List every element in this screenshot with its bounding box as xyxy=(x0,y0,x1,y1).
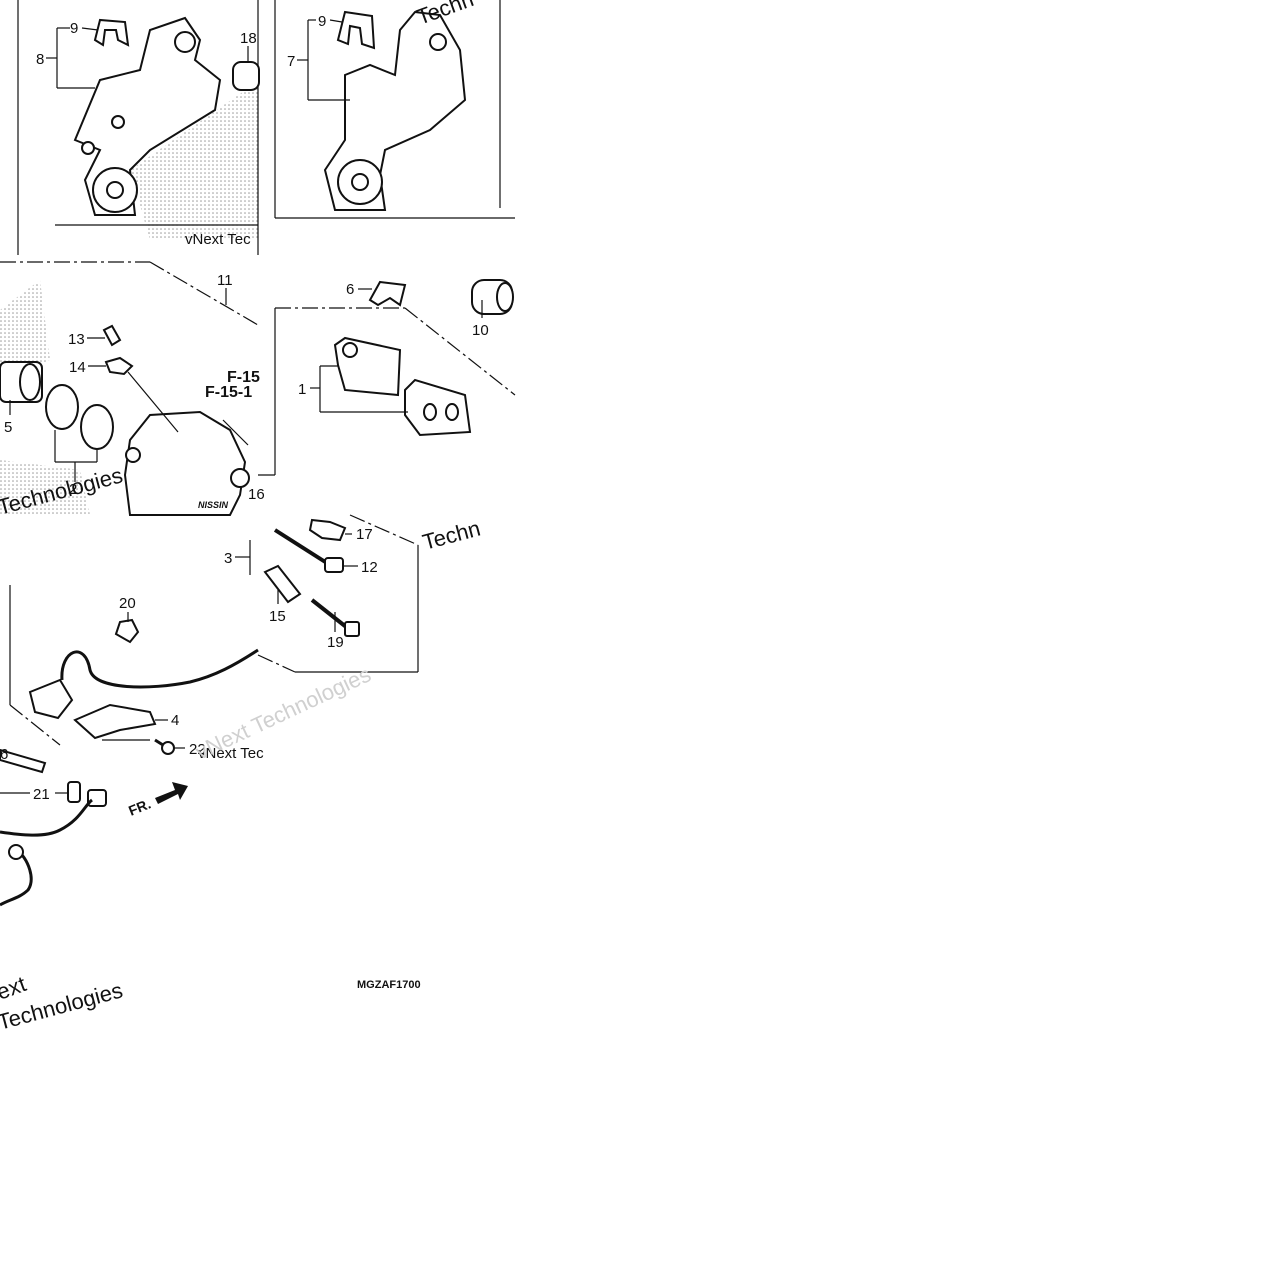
callout-10: 10 xyxy=(472,322,489,339)
callout-1: 1 xyxy=(298,381,306,398)
callout-18: 18 xyxy=(240,30,257,47)
callout-numbers: 9 8 18 9 7 11 6 10 1 13 14 F-15 F-15-1 5… xyxy=(0,13,489,991)
callout-22: 22 xyxy=(189,741,206,758)
leader-lines xyxy=(0,19,483,794)
callout-13: 13 xyxy=(68,331,85,348)
bleeder-cap-14 xyxy=(104,356,134,376)
caliper-bracket-8 xyxy=(73,16,222,216)
halftone-background xyxy=(0,80,260,515)
diagram-code: MGZAF1700 xyxy=(357,979,421,991)
bleeder-screw-13 xyxy=(102,324,122,347)
watermark-1: vNext Tec xyxy=(185,231,251,248)
callout-3: 3 xyxy=(224,550,232,567)
callout-6-pad-spring: 6 xyxy=(346,281,354,298)
caliper-body-11: NISSIN xyxy=(123,410,250,516)
callout-8: 8 xyxy=(36,51,44,68)
callout-14: 14 xyxy=(69,359,86,376)
wheel-speed-sensor-4 xyxy=(28,648,259,740)
boot-18 xyxy=(232,61,260,91)
callout-11: 11 xyxy=(217,272,233,289)
piston-5 xyxy=(0,361,43,403)
caliper-brand-text: NISSIN xyxy=(198,500,229,510)
sensor-wiring-21 xyxy=(0,748,107,907)
callout-7: 7 xyxy=(287,53,295,70)
callout-6-lower: 6 xyxy=(0,746,8,763)
bolt-19 xyxy=(310,598,360,637)
pin-12 xyxy=(273,528,344,573)
front-direction-label: FR. xyxy=(126,795,153,818)
front-direction-arrow: FR. xyxy=(126,782,188,819)
pad-spring-6 xyxy=(368,280,407,307)
sleeve-15 xyxy=(263,564,302,604)
callout-2: 2 xyxy=(69,481,77,498)
callout-19: 19 xyxy=(327,634,344,651)
clamp-20 xyxy=(114,618,140,644)
callout-15: 15 xyxy=(269,608,286,625)
piston-seals-2 xyxy=(45,384,114,450)
callout-9-right: 9 xyxy=(318,13,326,30)
watermark-8: vNext Technologies xyxy=(192,661,375,764)
callout-12: 12 xyxy=(361,559,378,576)
pin-17 xyxy=(308,518,347,542)
callout-4: 4 xyxy=(171,712,179,729)
pad-spring-clip-9-right xyxy=(336,10,376,50)
callout-21: 21 xyxy=(33,786,50,803)
callout-20: 20 xyxy=(119,595,136,612)
watermark-4: Techn xyxy=(420,515,483,554)
watermark-2: vNext Tec xyxy=(198,745,264,762)
callout-9-left: 9 xyxy=(70,20,78,37)
callout-16: 16 xyxy=(248,486,265,503)
reference-f15-1: F-15-1 xyxy=(205,384,252,401)
brake-pad-set-1 xyxy=(333,336,472,437)
callout-5: 5 xyxy=(4,419,12,436)
panel-borders xyxy=(0,0,516,746)
boot-10 xyxy=(471,279,514,315)
callout-17: 17 xyxy=(356,526,373,543)
watermark-6: ext xyxy=(0,971,29,1005)
caliper-bracket-7 xyxy=(323,10,467,211)
reference-f15: F-15 xyxy=(227,369,260,386)
bolt-22 xyxy=(154,738,175,755)
pad-spring-clip-9-left xyxy=(93,18,130,47)
